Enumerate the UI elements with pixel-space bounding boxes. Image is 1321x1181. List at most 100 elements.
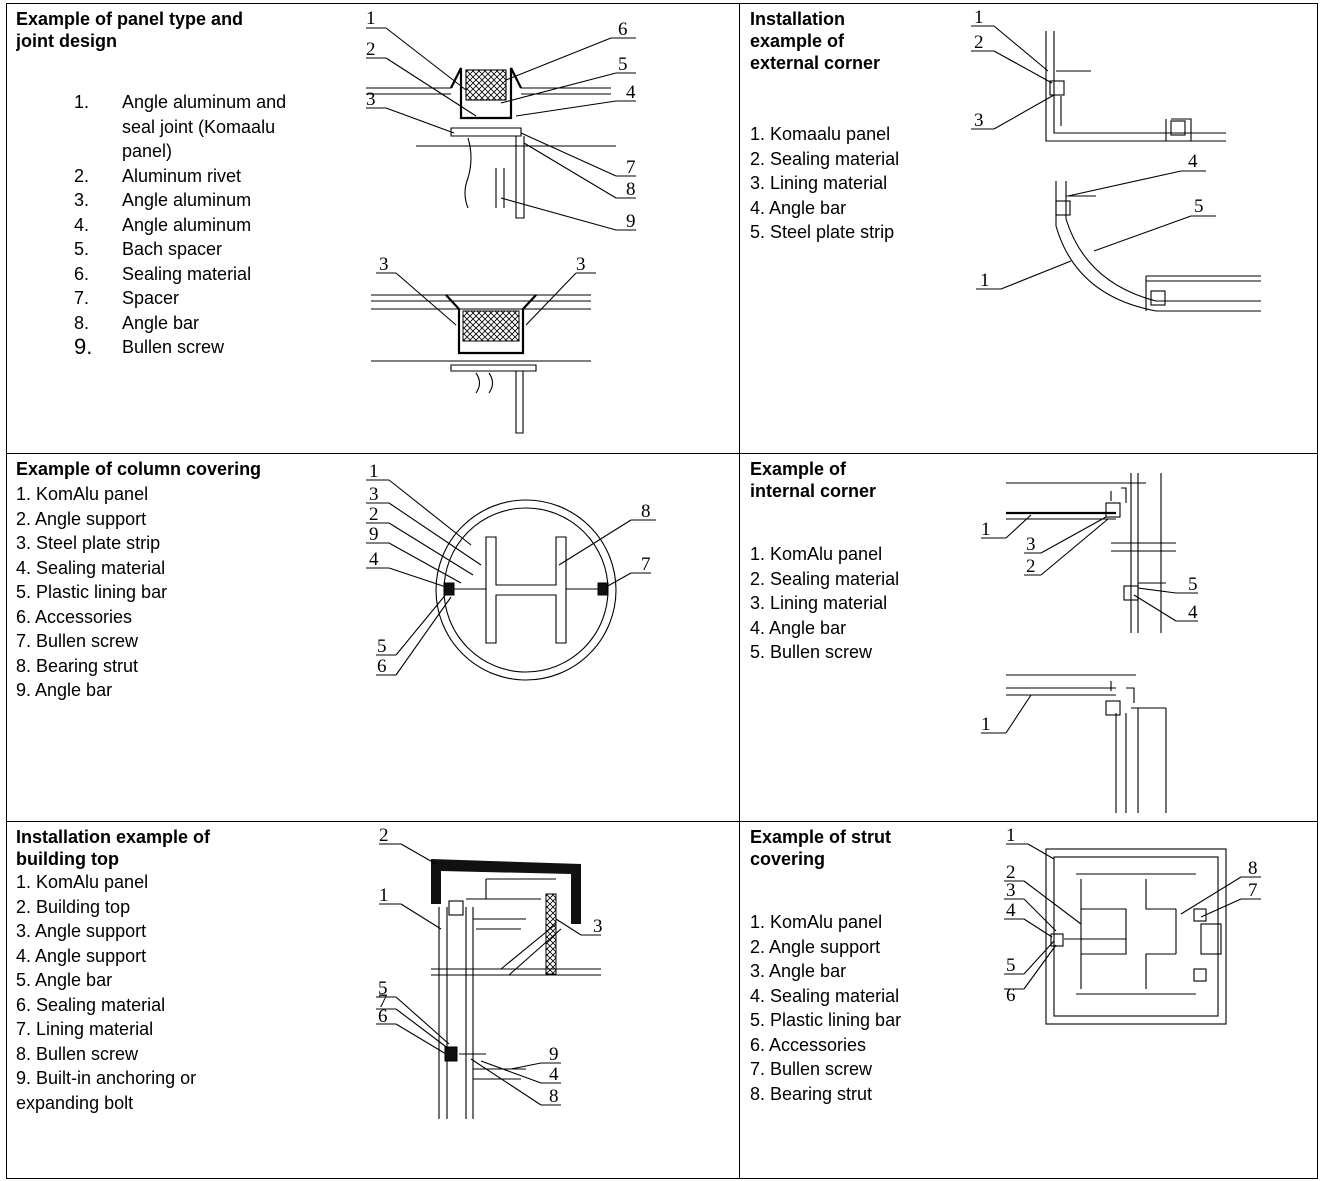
list-item: 3.Angle aluminum	[74, 190, 252, 210]
panel-title: Example of internal corner	[750, 459, 877, 501]
list-item: 7. Bullen screw	[750, 1059, 873, 1079]
callout-label: 5	[1194, 196, 1204, 217]
list-item: 2. Sealing material	[750, 568, 900, 589]
list-item: 8.Angle bar	[74, 312, 200, 333]
list-item: 6. Sealing material	[16, 994, 166, 1015]
list-item: 5. Steel plate strip	[750, 222, 895, 242]
list-item: 3. Steel plate strip	[16, 533, 161, 553]
callout-label: 4	[369, 549, 379, 570]
list-item: 5. Plastic lining bar	[750, 1010, 902, 1030]
internal-corner-drawing: 1 3 2 5 4 1	[981, 473, 1198, 813]
legend-list: 1.Angle aluminum and seal joint (Komaalu…	[74, 90, 324, 360]
column-covering-drawing: 1 3 2 9 4 5 6 8 7	[366, 461, 656, 681]
list-item: 3. Angle support	[16, 921, 147, 941]
list-item: 5. Plastic lining bar	[16, 582, 168, 602]
callout-label: 3	[974, 110, 984, 131]
list-item: 6.Sealing material	[74, 263, 252, 284]
building-top-drawing: 2 1 3 5 7 6 9 4 8	[376, 825, 603, 1119]
list-item: 2.Aluminum rivet	[74, 165, 242, 186]
list-item: 5. Angle bar	[16, 970, 113, 990]
list-item: 8. Bullen screw	[16, 1043, 139, 1064]
list-item: 4. Angle support	[16, 945, 147, 966]
list-item: 7. Lining material	[16, 1019, 154, 1039]
panel-joint-design: Example of panel type and joint design 1…	[16, 8, 346, 448]
callout-label: 4	[1188, 151, 1198, 172]
callout-label: 8	[641, 501, 651, 522]
callout-label: 9	[369, 524, 379, 545]
list-item: 4.Angle aluminum	[74, 214, 252, 235]
legend-list: 1. KomAlu panel 2. Building top 3. Angle…	[16, 870, 256, 1115]
callout-label: 1	[980, 270, 990, 291]
list-item: 2. Angle support	[16, 508, 147, 529]
list-item: 1. KomAlu panel	[750, 544, 883, 564]
callout-label: 3	[1006, 880, 1016, 901]
callout-label: 7	[626, 157, 636, 178]
joint-detail-drawing: 3 3	[371, 254, 596, 434]
callout-label: 1	[981, 714, 991, 735]
callout-label: 1	[1006, 825, 1016, 846]
callout-label: 7	[641, 554, 651, 575]
callout-label: 1	[981, 519, 991, 540]
callout-label: 3	[593, 916, 603, 937]
list-item: 7. Bullen screw	[16, 631, 139, 651]
list-item: 9. Angle bar	[16, 680, 113, 700]
list-item: 8. Bearing strut	[16, 655, 139, 676]
list-item: 4. Sealing material	[16, 557, 166, 578]
table-grid	[6, 3, 1318, 1179]
legend-list: 1. KomAlu panel 2. Angle support 3. Angl…	[750, 910, 960, 1106]
callout-label: 8	[1248, 858, 1258, 879]
external-corner-drawing: 1 2 3 4 5 1	[971, 7, 1261, 312]
legend-list: 1. Komaalu panel 2. Sealing material 3. …	[750, 122, 960, 245]
panel-title: Example of column covering	[16, 459, 262, 479]
list-item: 5.Bach spacer	[74, 239, 223, 259]
list-item: 7.Spacer	[74, 288, 180, 308]
list-item: 3. Angle bar	[750, 961, 847, 981]
panel-column-covering: Example of column covering 1. KomAlu pan…	[16, 458, 346, 813]
callout-label: 1	[974, 7, 984, 28]
callout-label: 6	[378, 1006, 388, 1027]
callout-label: 5	[618, 54, 628, 75]
list-item: 2. Sealing material	[750, 148, 900, 169]
callout-label: 3	[379, 254, 389, 275]
legend-list: 1. KomAlu panel 2. Sealing material 3. L…	[750, 542, 960, 665]
list-item: 3. Lining material	[750, 173, 888, 193]
panel-title: Example of strut covering	[750, 827, 892, 869]
callout-label: 4	[626, 82, 636, 103]
joint-section-drawing: 1 2 3 6 5 4 7 8 9	[366, 8, 636, 232]
panel-internal-corner: Example of internal corner 1. KomAlu pan…	[750, 458, 960, 813]
callout-label: 2	[366, 39, 376, 60]
callout-label: 2	[379, 825, 389, 846]
callout-label: 4	[1006, 900, 1016, 921]
joint-callouts	[366, 27, 636, 231]
callout-label: 2	[1026, 556, 1036, 577]
panel-title: Installation example of external corner	[750, 9, 881, 73]
list-item: 9.Bullen screw	[74, 334, 225, 359]
list-item: 6. Accessories	[750, 1034, 867, 1055]
list-item: 1.Angle aluminum and seal joint (Komaalu…	[74, 92, 287, 161]
callout-label: 3	[366, 89, 376, 110]
list-item: 3. Lining material	[750, 593, 888, 613]
list-item: 4. Angle bar	[750, 197, 847, 218]
strut-covering-drawing: 1 2 3 4 5 6 8 7	[1004, 825, 1261, 1025]
list-item: 1. Komaalu panel	[750, 124, 891, 144]
panel-title: Installation example of building top	[16, 827, 211, 869]
callout-label: 5	[1188, 574, 1198, 595]
list-item: 2. Angle support	[750, 936, 881, 957]
list-item: 1. KomAlu panel	[16, 872, 149, 892]
list-item: 5. Bullen screw	[750, 642, 873, 662]
list-item: 4. Sealing material	[750, 985, 900, 1006]
callout-label: 2	[1006, 862, 1016, 883]
callout-label: 8	[549, 1086, 559, 1107]
callout-label: 4	[1188, 602, 1198, 623]
callout-label: 6	[377, 656, 387, 677]
list-item: 1. KomAlu panel	[16, 484, 149, 504]
callout-label: 1	[369, 461, 379, 482]
list-item: 2. Building top	[16, 896, 131, 917]
callout-label: 2	[369, 504, 379, 525]
row-divider-1	[6, 453, 1318, 454]
callout-label: 6	[1006, 985, 1016, 1006]
list-item: 8. Bearing strut	[750, 1083, 873, 1104]
list-item: 6. Accessories	[16, 606, 133, 627]
callout-label: 6	[618, 19, 628, 40]
callout-label: 8	[626, 179, 636, 200]
